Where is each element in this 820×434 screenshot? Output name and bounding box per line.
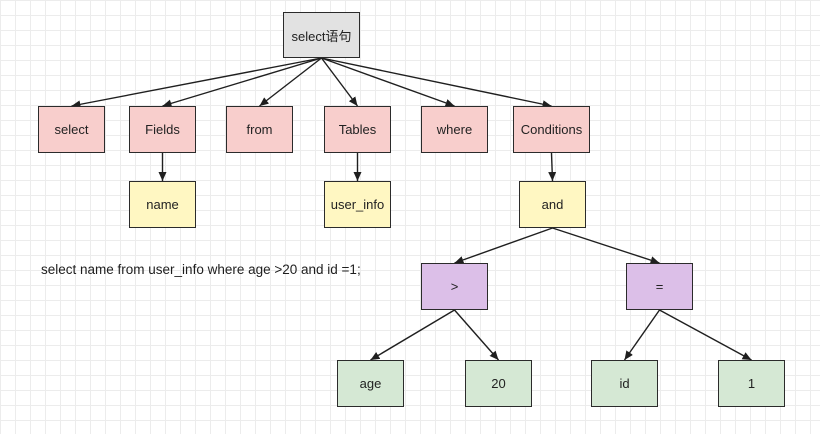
node-label: and bbox=[541, 197, 564, 212]
node-where[interactable]: where bbox=[421, 106, 488, 153]
node-greater-than[interactable]: > bbox=[421, 263, 488, 310]
sql-statement-text: select name from user_info where age >20… bbox=[41, 262, 361, 277]
node-label: age bbox=[359, 376, 382, 391]
node-id[interactable]: id bbox=[591, 360, 658, 407]
node-name[interactable]: name bbox=[129, 181, 196, 228]
node-label: from bbox=[246, 122, 273, 137]
node-root-select-statement[interactable]: select语句 bbox=[283, 12, 360, 58]
node-conditions[interactable]: Conditions bbox=[513, 106, 590, 153]
node-1[interactable]: 1 bbox=[718, 360, 785, 407]
node-label: 1 bbox=[747, 376, 756, 391]
node-label: user_info bbox=[330, 197, 385, 212]
node-tables[interactable]: Tables bbox=[324, 106, 391, 153]
edge-eq-to-one bbox=[659, 309, 752, 361]
edge-root-to-where bbox=[321, 57, 455, 107]
node-user-info[interactable]: user_info bbox=[324, 181, 391, 228]
node-and[interactable]: and bbox=[519, 181, 586, 228]
node-label: Conditions bbox=[520, 122, 583, 137]
node-label: Fields bbox=[145, 122, 180, 137]
node-label: where bbox=[436, 122, 473, 137]
node-20[interactable]: 20 bbox=[465, 360, 532, 407]
edge-and-to-eq bbox=[552, 227, 660, 265]
node-label: id bbox=[619, 376, 630, 391]
node-select[interactable]: select bbox=[38, 106, 105, 153]
edge-root-to-fields bbox=[162, 57, 322, 108]
edge-root-to-conditions bbox=[321, 57, 552, 109]
node-label: Tables bbox=[338, 122, 377, 137]
edge-eq-to-idnode bbox=[623, 309, 661, 361]
node-label: select语句 bbox=[291, 28, 352, 44]
edge-conditions-to-and bbox=[548, 152, 557, 182]
node-from[interactable]: from bbox=[226, 106, 293, 153]
node-label: name bbox=[146, 197, 179, 212]
node-label: 20 bbox=[491, 376, 506, 391]
edge-and-to-gt bbox=[454, 227, 553, 264]
node-equals[interactable]: = bbox=[626, 263, 693, 310]
edge-gt-to-age bbox=[370, 309, 455, 361]
edge-root-to-tables bbox=[320, 57, 359, 107]
node-label: = bbox=[655, 279, 664, 294]
node-fields[interactable]: Fields bbox=[129, 106, 196, 153]
edge-gt-to-twenty bbox=[453, 309, 500, 361]
edge-root-to-from bbox=[259, 57, 322, 107]
edge-root-to-select bbox=[71, 57, 322, 109]
node-age[interactable]: age bbox=[337, 360, 404, 407]
node-label: select bbox=[54, 122, 89, 137]
node-label: > bbox=[450, 279, 459, 294]
